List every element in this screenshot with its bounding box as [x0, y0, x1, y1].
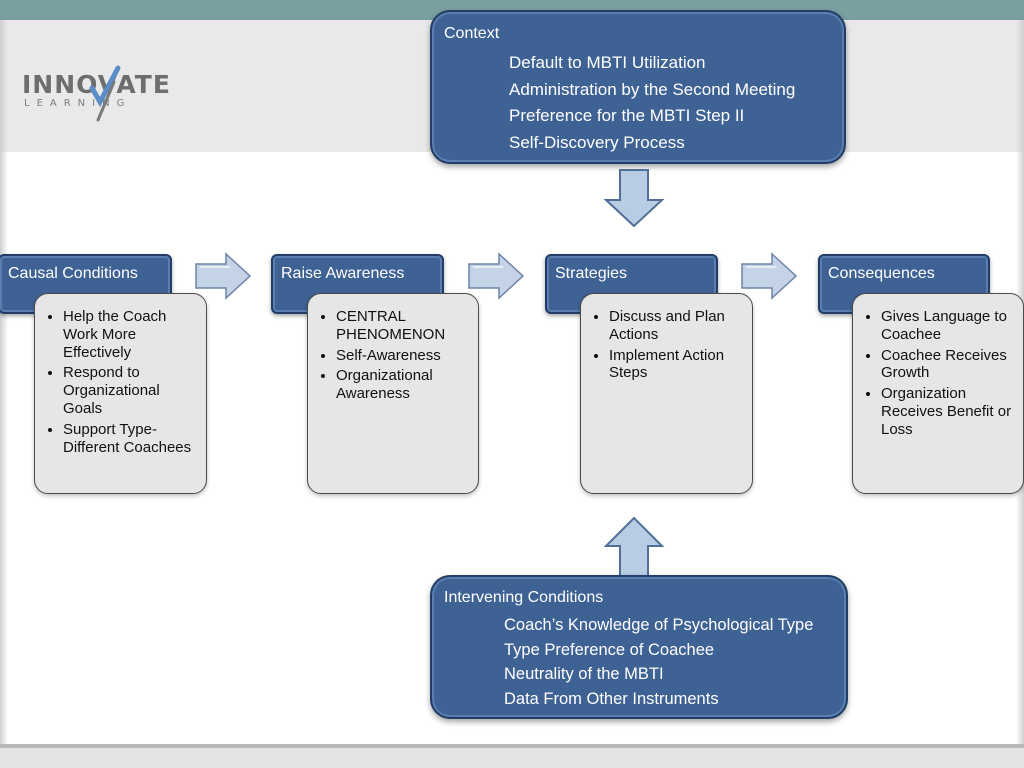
causal-conditions-label: Causal Conditions	[8, 265, 138, 282]
list-item: Implement Action Steps	[609, 347, 746, 383]
consequences-label: Consequences	[828, 265, 935, 282]
context-item: Preference for the MBTI Step II	[509, 106, 745, 125]
list-item: Help the Coach Work More Effectively	[63, 308, 200, 361]
list-item: Organizational Awareness	[336, 367, 472, 403]
list-item: Coachee Receives Growth	[881, 347, 1017, 383]
intervening-item: Neutrality of the MBTI	[504, 665, 664, 683]
consequences-list: Gives Language to Coachee Coachee Receiv…	[853, 294, 1023, 439]
list-item: Organization Receives Benefit or Loss	[881, 385, 1017, 438]
context-box: Context Default to MBTI Utilization Admi…	[430, 10, 846, 164]
context-list: Default to MBTI Utilization Administrati…	[509, 50, 795, 156]
list-item: Self-Awareness	[336, 347, 472, 365]
list-item: Gives Language to Coachee	[881, 308, 1017, 344]
strategies-label: Strategies	[555, 265, 628, 282]
list-item: Respond to Organizational Goals	[63, 364, 200, 417]
intervening-conditions-box: Intervening Conditions Coach’s Knowledge…	[430, 575, 848, 719]
causal-conditions-list: Help the Coach Work More Effectively Res…	[35, 294, 206, 456]
raise-awareness-list: CENTRAL PHENOMENON Self-Awareness Organi…	[308, 294, 478, 403]
checkmark-icon	[89, 65, 121, 122]
intervening-conditions-title: Intervening Conditions	[444, 589, 604, 606]
raise-awareness-card: CENTRAL PHENOMENON Self-Awareness Organi…	[307, 293, 479, 494]
strategies-card: Discuss and Plan Actions Implement Actio…	[580, 293, 753, 494]
intervening-item: Data From Other Instruments	[504, 689, 719, 708]
up-arrow-icon	[603, 516, 665, 577]
left-edge-shadow	[0, 20, 8, 744]
consequences-card: Gives Language to Coachee Coachee Receiv…	[852, 293, 1024, 494]
strategies-list: Discuss and Plan Actions Implement Actio…	[581, 294, 752, 382]
list-item: Support Type-Different Coachees	[63, 421, 200, 457]
innovate-learning-logo: INNOVATE LEARNING	[22, 62, 170, 124]
logo-subtitle: LEARNING	[24, 98, 132, 109]
right-arrow-icon	[195, 252, 252, 300]
raise-awareness-label: Raise Awareness	[281, 265, 405, 282]
footer-band	[0, 744, 1024, 768]
context-title: Context	[444, 25, 500, 42]
intervening-item: Type Preference of Coachee	[504, 640, 715, 659]
down-arrow-icon	[603, 169, 665, 228]
intervening-item: Coach’s Knowledge of Psychological Type	[504, 616, 814, 634]
list-item: CENTRAL PHENOMENON	[336, 308, 472, 344]
context-item: Self-Discovery Process	[509, 132, 685, 152]
right-arrow-icon	[741, 252, 798, 300]
context-item: Default to MBTI Utilization	[509, 53, 706, 72]
intervening-conditions-list: Coach’s Knowledge of Psychological Type …	[504, 613, 813, 711]
right-arrow-icon	[468, 252, 525, 300]
list-item: Discuss and Plan Actions	[609, 308, 746, 344]
causal-conditions-card: Help the Coach Work More Effectively Res…	[34, 293, 207, 494]
context-item: Administration by the Second Meeting	[509, 79, 796, 99]
